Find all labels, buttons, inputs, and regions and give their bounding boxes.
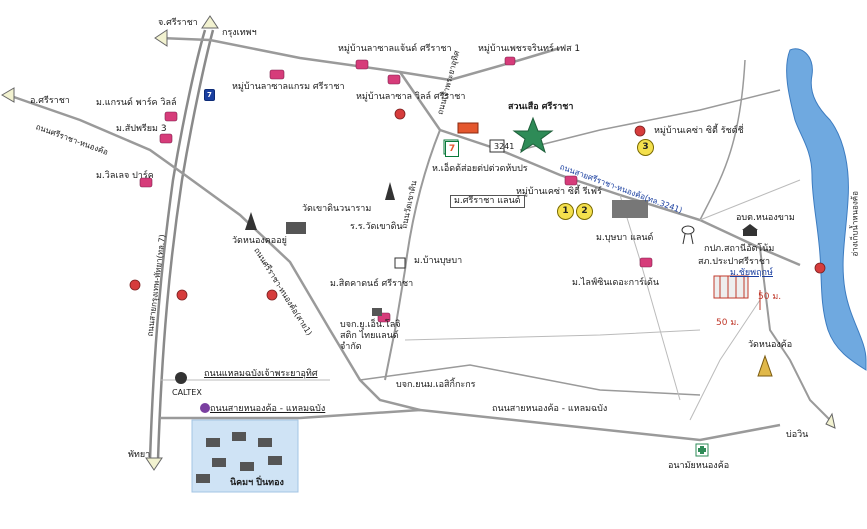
factory-icon [196, 200, 648, 483]
road-mid-horizontal [404, 329, 701, 341]
label-wat-khao-din: วัดเขาดินวนาราม [302, 204, 372, 214]
label-baan-bueng: บ่อวิน [786, 430, 809, 440]
label-vill-lat-yai-kram: หมู่บ้านลาซาลแกรม ศรีราชา [232, 82, 345, 92]
sukhumvit-road [148, 29, 215, 461]
label-lake: อ่างเก็บน้ำหนองค้อ [850, 191, 860, 257]
purple-pin-icon [200, 403, 210, 413]
temple-icon [245, 182, 773, 377]
label-caltex: CALTEX [172, 388, 202, 397]
road-3241 [398, 71, 801, 267]
label-sn-pramong: สภ.ประปาศรีราชา [698, 257, 771, 267]
label-cross-3241: 3241 [494, 142, 515, 151]
marker-3: 3 [637, 139, 654, 156]
road-arrow-icon [1, 15, 836, 471]
seven-eleven-icon: 7 [445, 141, 459, 157]
road-right-curve [699, 59, 746, 221]
label-m-sapmaya: ม.สัปพรียม 3 [116, 124, 167, 134]
road-lower-loop [359, 364, 701, 396]
house-pin-icon [139, 56, 653, 323]
label-road-nongkho-laemchabang: ถนนสายหนองค้อ - แหลมฉบัง [210, 404, 326, 414]
label-bkc-company: บจก.ยู.เอ็น.โลจิสติก ไทยแลนด์ จำกัด [340, 320, 401, 352]
label-m-busaba-land: ม.บุษบา แลนด์ [596, 233, 654, 243]
fuel-station-icon [129, 108, 826, 301]
road-sriracha-nongkho-left [7, 93, 421, 412]
caltex-icon [175, 372, 187, 384]
junction-icon-2 [394, 257, 406, 269]
store-icon [457, 122, 479, 134]
label-rs-wat-khao-din: ร.ร.วัดเขาดิน [350, 222, 403, 232]
government-building-icon [742, 224, 758, 236]
label-m-sriracha-land: ม.ศรีราชา แลนด์ [450, 195, 525, 208]
label-wat-nong-kho: วัดหนองค้อ [748, 340, 793, 350]
label-m-grand-park: ม.แกรนด์ พาร์ค วิลล์ [96, 98, 177, 108]
label-dist-50m-b: 50 ม. [716, 318, 740, 328]
site-plan [713, 275, 761, 310]
water-tower-icon [681, 225, 695, 245]
label-m-villa-park: ม.วิลเลจ ปาร์ค [96, 171, 154, 181]
road-khao-din [384, 129, 441, 381]
label-m-light-in: ม.ไลฟ์ซินเดอะการ์เด้น [572, 278, 660, 288]
label-vill-lat-villa: หมู่บ้านลาซาล วิลล์ ศรีราชา [356, 92, 466, 102]
label-road-nongkho-laemchabang-2: ถนนสายหนองค้อ - แหลมฉบัง [492, 404, 608, 414]
label-vill-casa-city: หมู่บ้านเคซ่า ซิตี้ รีเฟร์ [516, 187, 602, 197]
label-dist-50m-a: 50 ม. [758, 292, 782, 302]
label-m-siampot: ม.สิตคาดนธ์ ศรีราชา [330, 279, 414, 289]
label-vill-lat-sai: หมู่บ้านลาซาลแจ้นด์ ศรีราชา [338, 44, 452, 54]
label-wat-nong-kho-yu: วัดหนองคออยู่ [232, 236, 287, 246]
label-nikom-pin-thong: นิคมฯ ปิ่นทอง [230, 478, 284, 488]
marker-2: 2 [576, 203, 593, 220]
label-to-bangkok: กรุงเทพฯ [222, 28, 257, 38]
label-road-laem-chabang: ถนนแหลมฉบังเจ้าพระยาอุทิศ [204, 369, 318, 379]
label-m-chatphon: ม.ชัยพฤกษ์ [730, 268, 773, 278]
label-pattaya: พัทยา [128, 450, 151, 460]
label-tesco-lotus: ห.เอ็ดต้ส่อยต่ปต่วดห้บปร [432, 164, 528, 174]
label-m-ban-nongna: ม.บ้านบุษบา [414, 256, 463, 266]
label-vill-phetcharin: หมู่บ้านเพชรจรินทร์ เฟส 1 [478, 44, 581, 54]
label-suan-sua: สวนเสือ ศรีราชา [508, 102, 574, 112]
road-right-short [699, 179, 801, 221]
label-to-sriracha-left: อ.ศรีราชา [30, 96, 70, 106]
label-vill-casa-city-2: หมู่บ้านเคซ่า ซิตี้ รัชต์ชี่ [654, 126, 744, 136]
star-icon [512, 116, 554, 154]
marker-1: 1 [557, 203, 574, 220]
hospital-icon [695, 443, 709, 457]
lake-area [786, 48, 867, 371]
road-top-right [519, 89, 781, 151]
label-bkc-jaupsik: บจก.ยนม.เอสิกิ้กะกร [396, 380, 476, 390]
junction-icon [489, 139, 505, 153]
road-bowin [759, 247, 831, 421]
label-to-sriracha-top: จ.ศรีราชา [158, 18, 198, 28]
label-health-nong-kho: อนามัยหนองค้อ [668, 461, 730, 471]
label-kmtk-station: กปภ.สถานีอัตโน้ม [704, 244, 775, 254]
label-police-nongkham: อบต.หนองขาม [736, 213, 795, 223]
highway-badge-icon: 7 [204, 89, 215, 101]
road-diag-lower [619, 194, 681, 401]
road-diag-lower-2 [689, 299, 761, 421]
road-nongkho-laemchabang [160, 408, 781, 442]
